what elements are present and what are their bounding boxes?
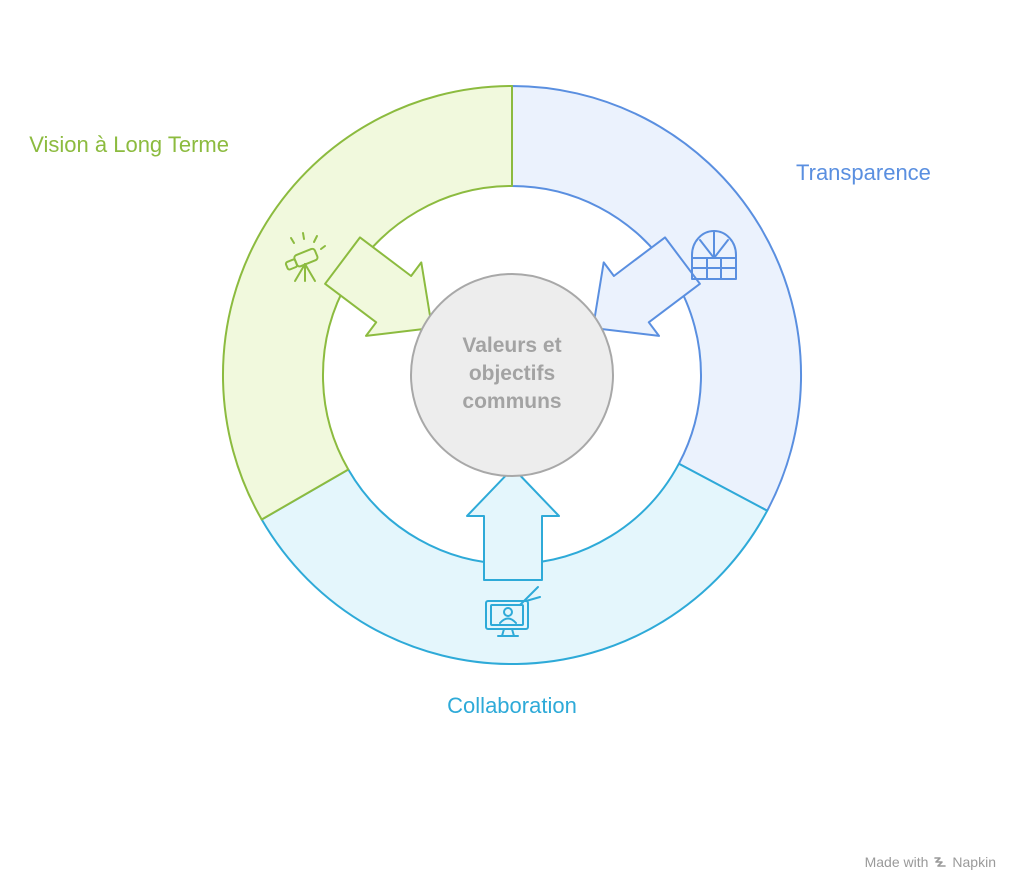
ring-segment-vision	[222, 85, 513, 521]
segment-label-vision: Vision à Long Terme	[29, 132, 229, 157]
ring-segment-transparence	[511, 85, 803, 512]
segment-label-collaboration: Collaboration	[447, 693, 577, 718]
made-with-napkin-footer: Made with Napkin	[865, 854, 996, 870]
window-icon	[691, 230, 737, 280]
telescope-icon	[284, 232, 326, 282]
center-label: Valeurs et objectifs communs	[412, 332, 612, 416]
ring-segment-collaboration	[260, 462, 769, 666]
presentation-screen-icon	[485, 586, 541, 637]
arrow-vision	[324, 236, 433, 337]
arrow-transparence	[592, 236, 701, 337]
arrow-collaboration	[466, 467, 560, 581]
center-label-line: communs	[462, 390, 562, 413]
footer-text: Made with	[864, 854, 929, 870]
segment-label-transparence: Transparence	[796, 160, 931, 185]
center-label-line: objectifs	[468, 362, 556, 385]
center-circle	[410, 273, 614, 477]
center-label-line: Valeurs et	[462, 334, 562, 357]
footer-brand: Napkin	[952, 854, 996, 870]
napkin-logo-icon	[934, 857, 947, 867]
